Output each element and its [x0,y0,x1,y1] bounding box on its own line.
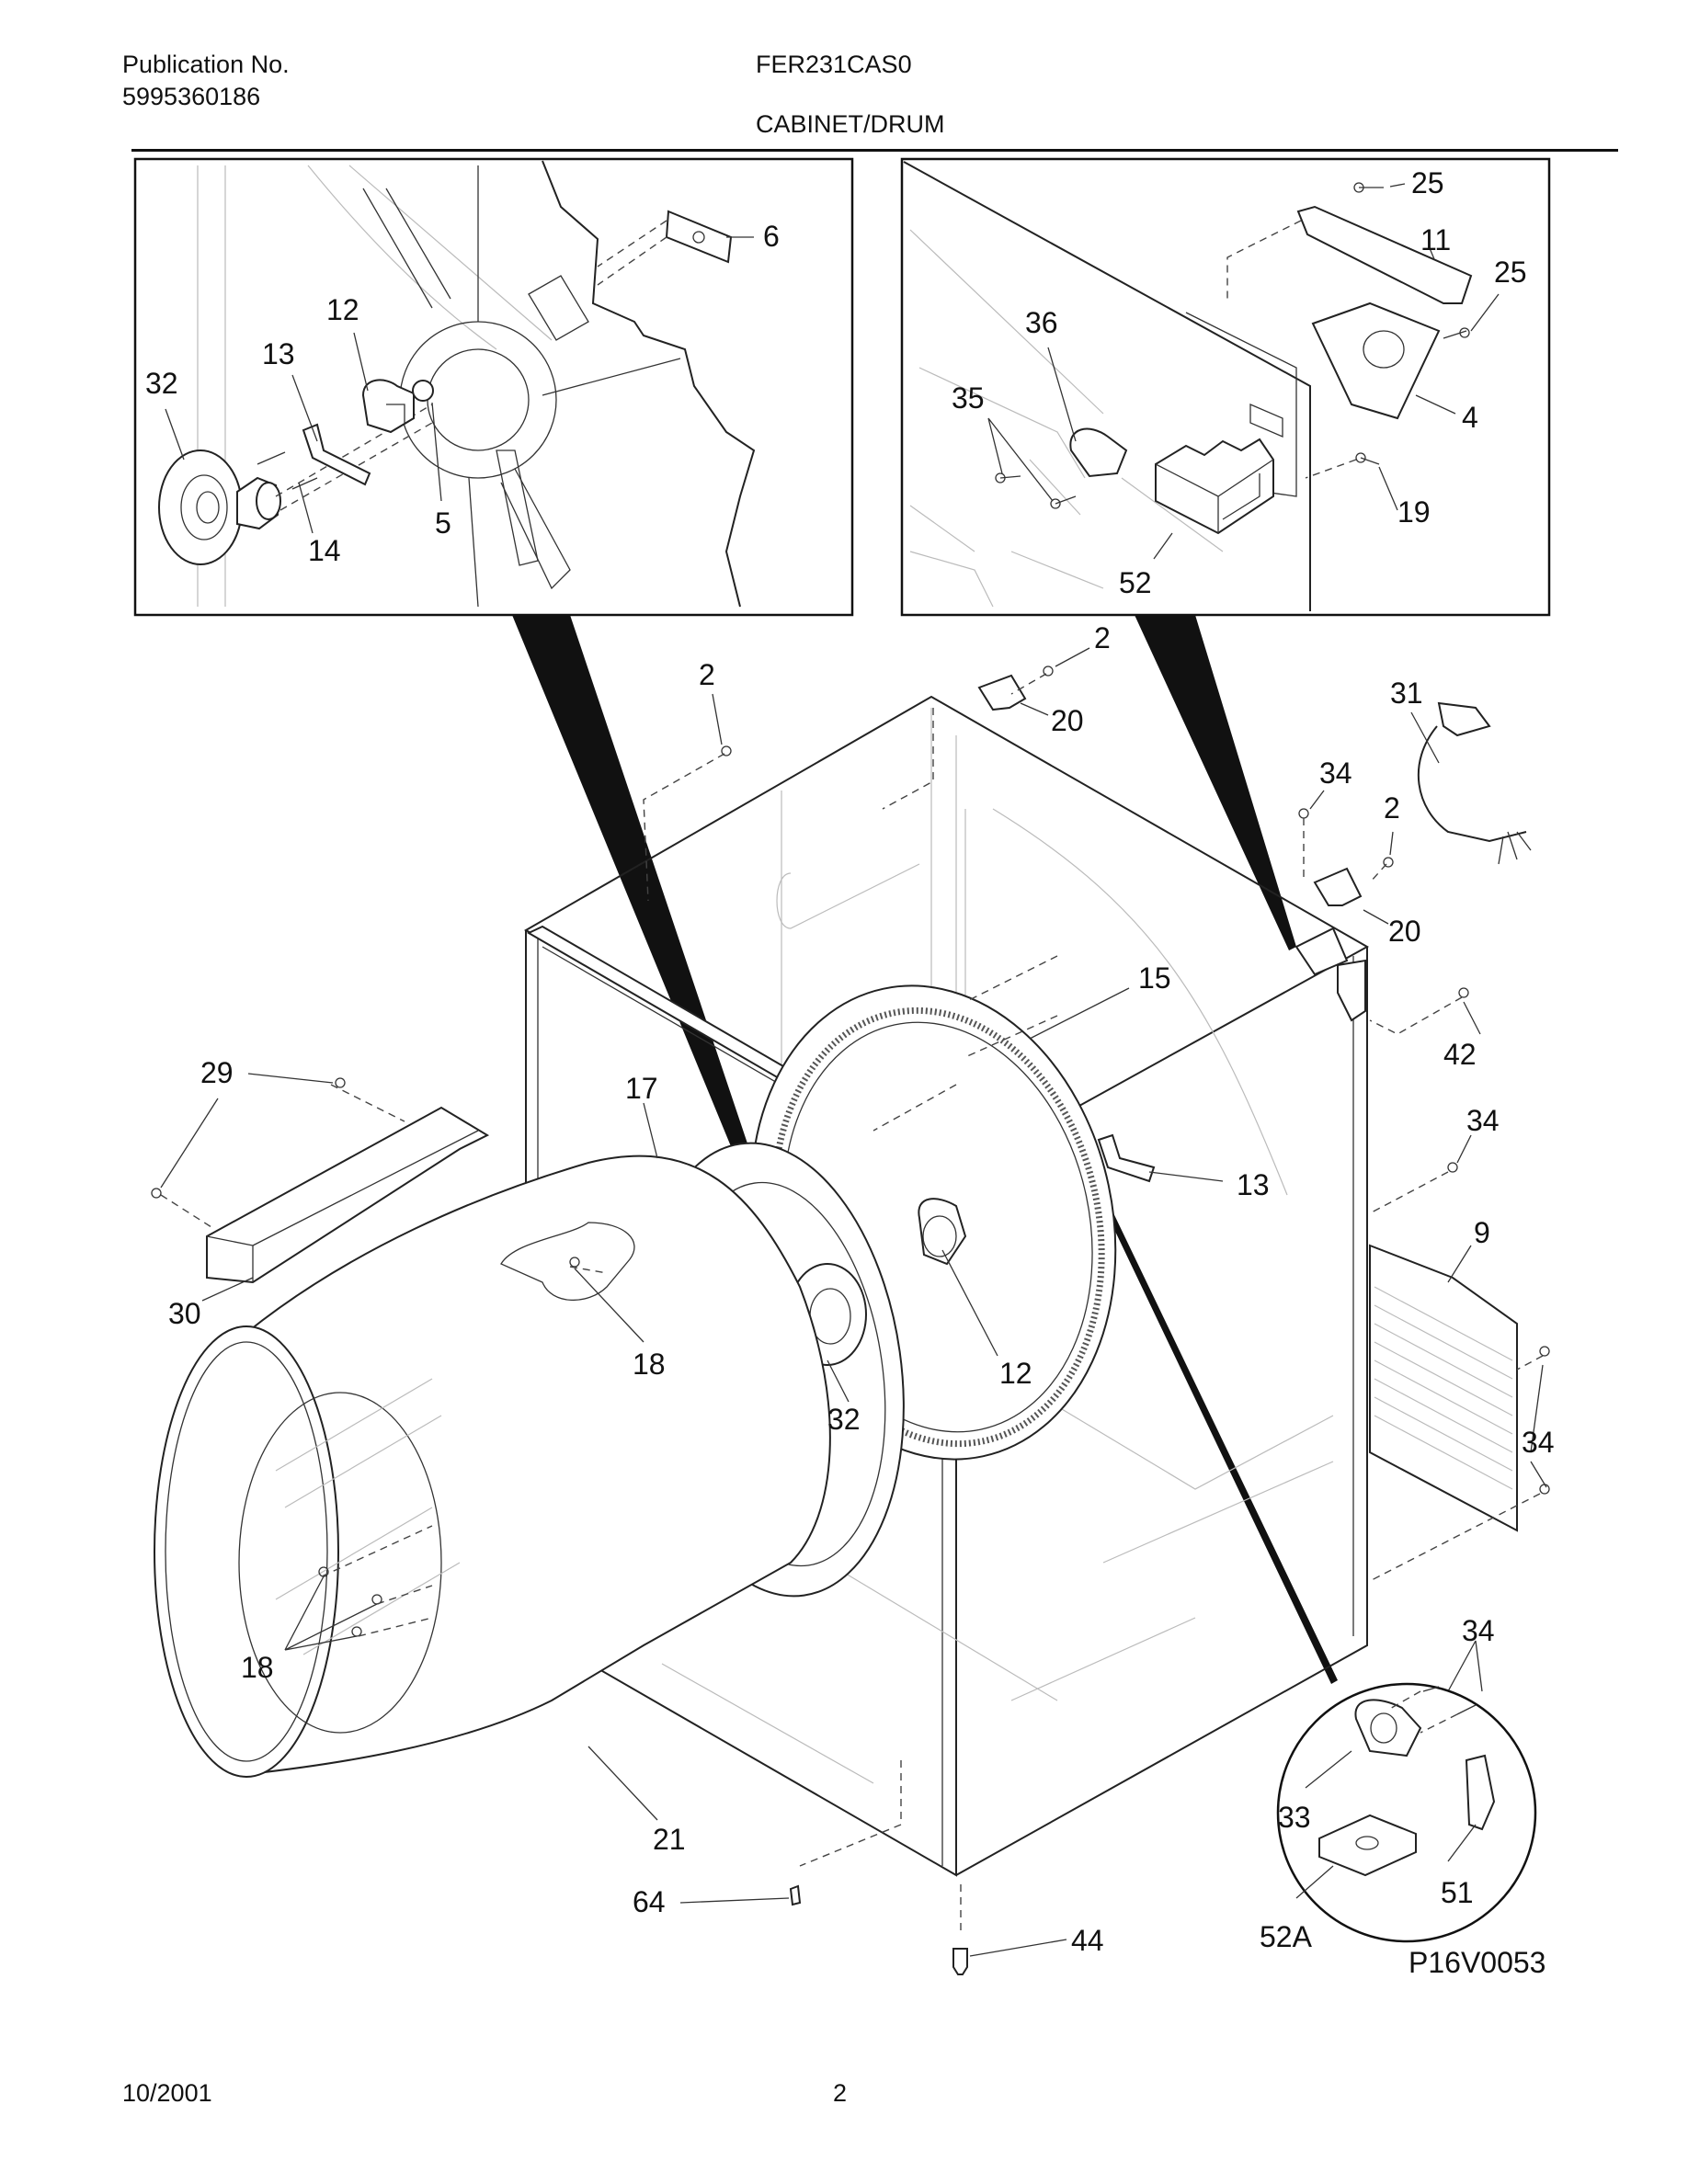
callout-17: 17 [625,1072,658,1105]
callout-19: 19 [1397,495,1431,529]
callout-2-b: 2 [1094,621,1111,654]
callout-34-top: 34 [1319,756,1352,790]
callout-52A: 52A [1260,1920,1313,1953]
callout-20-top: 20 [1051,704,1084,737]
callout-34-panel: 34 [1522,1426,1555,1459]
callout-64: 64 [633,1885,666,1918]
publication-number: 5995360186 [122,83,261,110]
callout-13-main: 13 [1237,1168,1270,1201]
callout-4: 4 [1462,401,1478,434]
callout-13: 13 [262,337,295,370]
callout-15: 15 [1138,961,1171,995]
inset-left: 6 12 13 32 5 14 [133,157,854,617]
header-rule [131,149,1618,152]
callout-18-upper: 18 [633,1348,666,1381]
callout-32: 32 [145,367,178,400]
callout-25-right: 25 [1494,256,1527,289]
zoom-wedges [512,615,1338,1684]
callout-30: 30 [168,1297,201,1330]
main-assembly: 2 2 20 31 34 2 20 15 42 29 17 34 13 9 30… [151,621,1555,1975]
callout-36: 36 [1025,306,1058,339]
callout-51: 51 [1441,1876,1474,1909]
callout-5: 5 [435,506,451,540]
callout-32-main: 32 [827,1403,861,1436]
publication-label: Publication No. [122,51,290,78]
callout-11: 11 [1420,223,1451,256]
callout-31: 31 [1390,677,1423,710]
callout-29: 29 [200,1056,234,1089]
section-title: CABINET/DRUM [756,110,945,138]
callout-18-lower: 18 [241,1651,274,1684]
callout-25-top: 25 [1411,166,1444,199]
callout-14: 14 [308,534,341,567]
page-number: 2 [833,2079,848,2107]
callout-35: 35 [952,381,985,415]
callout-12-main: 12 [999,1357,1032,1390]
callout-6: 6 [763,220,780,253]
callout-34-mid: 34 [1466,1104,1500,1137]
callout-33: 33 [1278,1801,1311,1834]
callout-2-a: 2 [699,658,715,691]
callout-52: 52 [1119,566,1152,599]
model-number: FER231CAS0 [756,51,912,78]
callout-9: 9 [1474,1216,1490,1249]
callout-21: 21 [653,1823,686,1856]
inset-right: 25 11 25 36 35 4 19 52 [900,157,1551,617]
callout-34-circle: 34 [1462,1614,1495,1647]
callout-42: 42 [1443,1038,1477,1071]
footer-date: 10/2001 [122,2079,212,2107]
callout-44: 44 [1071,1924,1104,1957]
figure-reference: P16V0053 [1409,1946,1546,1979]
callout-2-c: 2 [1384,791,1400,825]
callout-20-right: 20 [1388,915,1421,948]
callout-12: 12 [326,293,359,326]
